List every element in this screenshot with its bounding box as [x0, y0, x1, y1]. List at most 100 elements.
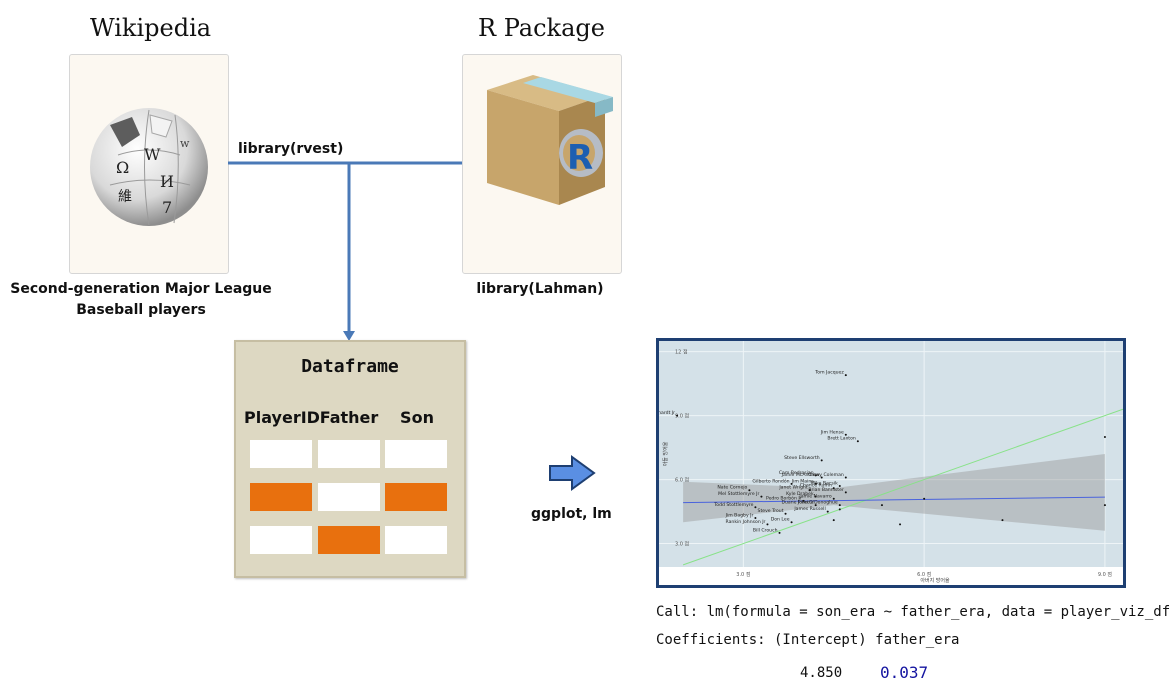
point-label: Todd Stottlemyre — [713, 502, 753, 508]
point-label: Rankin Johnson Jr — [726, 519, 766, 525]
point-label: Chance Ruffin — [800, 483, 832, 489]
plot-panel — [659, 341, 1123, 567]
point-label: Don Lee — [771, 517, 790, 523]
dataframe-cell — [250, 483, 312, 511]
confidence-band — [683, 454, 1105, 531]
lm-call-text: Call: lm(formula = son_era ~ father_era,… — [656, 604, 1171, 620]
data-point — [838, 508, 841, 511]
point-label: Glenn Liebhardt Jr — [659, 410, 675, 416]
data-point — [778, 531, 781, 534]
wikipedia-card: Ω W И 維 7 w — [69, 54, 229, 274]
dataframe-box: Dataframe PlayerID Father Son — [234, 340, 466, 578]
data-point — [784, 512, 787, 515]
dataframe-cell — [318, 440, 380, 468]
data-point — [820, 476, 823, 479]
point-label: Janet Wright — [778, 485, 807, 491]
step-label: ggplot, lm — [531, 506, 612, 522]
point-label: Jim Mains — [791, 478, 815, 484]
data-point — [844, 491, 847, 494]
data-point — [760, 495, 763, 498]
lm-slope-value: 0.037 — [880, 663, 929, 682]
svg-text:И: И — [160, 172, 174, 191]
data-point — [814, 474, 817, 477]
data-point — [790, 482, 793, 485]
point-label: Brett Laxton — [827, 436, 856, 442]
svg-text:R: R — [567, 138, 593, 178]
data-point — [1001, 519, 1004, 522]
x-tick-label: 6.0 점 — [917, 571, 931, 578]
lm-intercept-value: 4.850 — [800, 665, 843, 681]
svg-text:W: W — [144, 145, 161, 164]
data-point — [856, 440, 859, 443]
svg-text:w: w — [180, 137, 190, 150]
dataframe-cell — [318, 526, 380, 554]
x-axis-label: 아버지 방어율 — [920, 577, 950, 584]
dataframe-cell — [250, 526, 312, 554]
data-point — [766, 523, 769, 526]
wikipedia-caption: Second-generation Major League Baseball … — [0, 279, 282, 321]
wikipedia-caption-line1: Second-generation Major League — [10, 281, 272, 297]
data-point — [832, 519, 835, 522]
data-point — [838, 484, 841, 487]
wikipedia-globe-icon: Ω W И 維 7 w — [90, 108, 208, 226]
data-point — [814, 504, 817, 507]
y-tick-label: 3.0 점 — [675, 541, 689, 548]
svg-text:7: 7 — [162, 198, 172, 217]
dataframe-cell — [385, 483, 447, 511]
rvest-label: library(rvest) — [238, 141, 344, 157]
connector-lines — [228, 161, 462, 341]
right-arrow-icon — [549, 455, 596, 491]
data-point — [844, 476, 847, 479]
y-tick-label: 12 점 — [675, 349, 688, 356]
data-point — [923, 497, 926, 500]
wikipedia-title: Wikipedia — [90, 14, 212, 42]
dataframe-cell — [385, 526, 447, 554]
data-point — [676, 414, 679, 417]
data-point — [880, 504, 883, 507]
data-point — [1103, 435, 1106, 438]
point-label: Cam Bedrosian — [779, 470, 814, 476]
point-label: John O'Donoghue — [797, 500, 838, 506]
dataframe-cell — [318, 483, 380, 511]
y-axis-label: 아들 방어율 — [662, 441, 669, 466]
lm-coef-header: Coefficients: (Intercept) father_era — [656, 632, 960, 648]
data-point — [832, 487, 835, 490]
data-point — [754, 516, 757, 519]
data-point — [844, 374, 847, 377]
data-point — [748, 489, 751, 492]
point-label: Brian Bannister — [808, 487, 844, 493]
point-label: Jim Bagby Jr — [725, 512, 754, 518]
point-label: Steve Ellsworth — [784, 455, 820, 461]
data-point — [844, 433, 847, 436]
data-point — [814, 495, 817, 498]
rpackage-caption: library(Lahman) — [476, 281, 604, 297]
data-point — [1103, 504, 1106, 507]
y-tick-label: 9.0 점 — [675, 413, 689, 420]
wikipedia-caption-line2: Baseball players — [76, 302, 206, 318]
point-label: James Russell — [793, 506, 825, 512]
data-point — [832, 497, 835, 500]
data-point — [814, 482, 817, 485]
data-point — [838, 504, 841, 507]
regression-line — [683, 496, 1105, 504]
data-point — [820, 459, 823, 462]
point-label: Nate Cornejo — [717, 485, 747, 491]
data-point — [802, 499, 805, 502]
column-header-playerid: PlayerID — [244, 408, 320, 427]
y-tick-label: 6.0 점 — [675, 477, 689, 484]
column-header-father: Father — [319, 408, 379, 427]
point-label: Steve Trout — [758, 508, 784, 514]
svg-text:Ω: Ω — [116, 158, 129, 177]
rpackage-card: R — [462, 54, 622, 274]
point-label: Gilberto Rondón — [752, 477, 789, 484]
x-tick-label: 3.0 점 — [736, 571, 750, 578]
data-point — [826, 510, 829, 513]
point-label: Duane Pillette — [781, 500, 813, 506]
data-point — [790, 521, 793, 524]
point-label: Tom Jacquez — [814, 370, 844, 376]
dataframe-cell — [250, 440, 312, 468]
point-label: Jamie McAndrew — [781, 472, 820, 478]
point-label: Bill Crouch — [753, 527, 778, 533]
point-label: Casey Coleman — [808, 472, 844, 478]
